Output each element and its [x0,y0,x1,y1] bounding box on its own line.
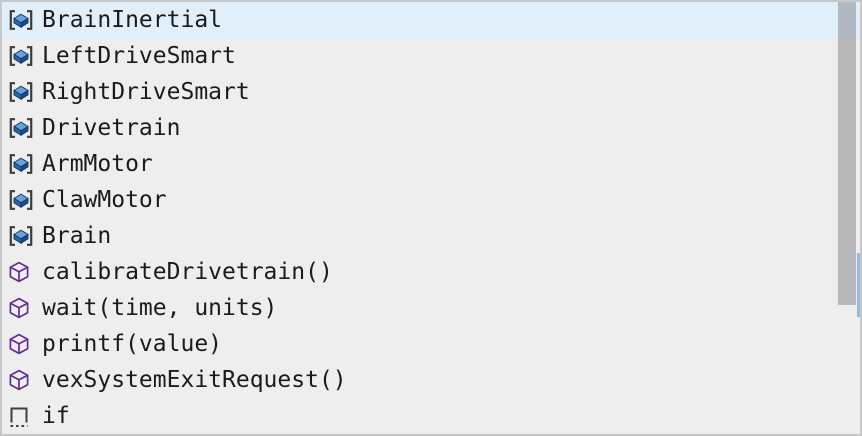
method-icon [7,259,36,285]
completion-item-6[interactable]: ClawMotor [2,182,860,218]
completion-item-1[interactable]: BrainInertial [2,2,860,38]
method-icon [7,367,36,393]
completion-item-label: vexSystemExitRequest() [42,367,347,393]
completion-item-8[interactable]: calibrateDrivetrain() [2,254,860,290]
completion-item-10[interactable]: printf(value) [2,326,860,362]
method-icon [7,331,36,357]
completion-item-11[interactable]: vexSystemExitRequest() [2,362,860,398]
method-icon [7,295,36,321]
completion-item-label: printf(value) [42,331,223,357]
completion-item-4[interactable]: Drivetrain [2,110,860,146]
device-icon [7,43,36,69]
completion-item-9[interactable]: wait(time, units) [2,290,860,326]
snippet-icon [7,403,36,429]
device-icon [7,187,36,213]
edge-accent-sliver [857,253,860,317]
completion-item-label: if [42,403,70,429]
device-icon [7,151,36,177]
completion-item-label: Drivetrain [42,115,181,141]
scrollbar-thumb[interactable] [838,2,856,305]
completion-item-label: Brain [42,223,112,249]
completion-item-label: calibrateDrivetrain() [42,259,333,285]
completion-item-7[interactable]: Brain [2,218,860,254]
device-icon [7,79,36,105]
completion-item-label: BrainInertial [42,7,223,33]
completion-item-label: LeftDriveSmart [42,43,236,69]
completion-item-3[interactable]: RightDriveSmart [2,74,860,110]
device-icon [7,115,36,141]
device-icon [7,7,36,33]
completion-item-5[interactable]: ArmMotor [2,146,860,182]
completion-item-12[interactable]: if [2,398,860,434]
device-icon [7,223,36,249]
completion-item-label: RightDriveSmart [42,79,250,105]
completion-item-2[interactable]: LeftDriveSmart [2,38,860,74]
completion-item-label: wait(time, units) [42,295,278,321]
completion-item-label: ClawMotor [42,187,167,213]
completion-item-label: ArmMotor [42,151,153,177]
